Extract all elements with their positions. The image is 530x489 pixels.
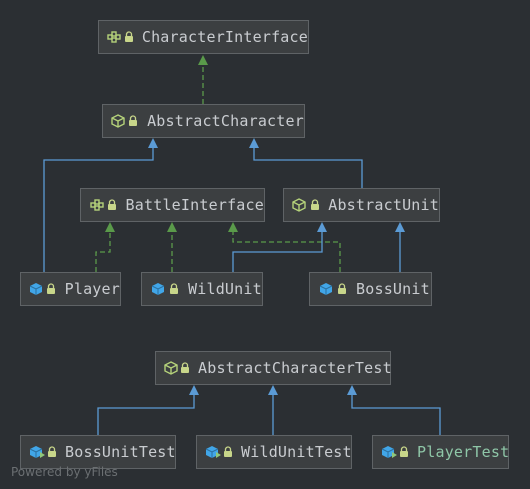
edge-arrowhead bbox=[105, 222, 115, 232]
abstract-class-icon bbox=[164, 360, 178, 376]
node-abstract-character[interactable]: AbstractCharacter bbox=[102, 104, 305, 138]
edge-line bbox=[351, 394, 441, 435]
edge-arrowhead bbox=[228, 222, 238, 232]
edge-wild-unit-to-abstract-unit bbox=[232, 222, 327, 272]
lock-icon bbox=[106, 197, 117, 213]
interface-icon bbox=[89, 197, 104, 213]
node-label: AbstractUnit bbox=[328, 196, 439, 214]
node-label: AbstractCharacterTest bbox=[198, 359, 392, 377]
edge-arrowhead bbox=[395, 222, 405, 232]
lock-icon bbox=[223, 444, 233, 460]
abstract-class-icon bbox=[111, 113, 126, 129]
edge-arrowhead bbox=[347, 385, 357, 395]
lock-icon bbox=[399, 444, 409, 460]
lock-icon bbox=[46, 281, 57, 297]
edge-arrowhead bbox=[249, 138, 259, 148]
node-player-test[interactable]: PlayerTest bbox=[372, 435, 509, 469]
edge-arrowhead bbox=[148, 138, 158, 148]
node-boss-unit[interactable]: BossUnit bbox=[309, 272, 432, 306]
edge-boss-unit-to-abstract-unit bbox=[395, 222, 405, 272]
test-class-icon bbox=[29, 444, 45, 460]
abstract-class-icon bbox=[292, 197, 307, 213]
edge-abstract-unit-to-abstract-character bbox=[249, 138, 363, 188]
edge-wild-unit-test-to-abstract-character-test bbox=[268, 385, 278, 435]
node-boss-unit-test[interactable]: BossUnitTest bbox=[20, 435, 176, 469]
edge-arrowhead bbox=[198, 55, 208, 65]
edge-arrowhead bbox=[317, 222, 327, 232]
edge-line bbox=[95, 231, 111, 272]
node-player[interactable]: Player bbox=[20, 272, 121, 306]
lock-icon bbox=[180, 360, 190, 376]
edge-line bbox=[232, 231, 341, 272]
edge-boss-unit-test-to-abstract-character-test bbox=[97, 385, 199, 435]
edge-player-to-abstract-character bbox=[43, 138, 158, 272]
edge-boss-unit-to-battle-interface bbox=[228, 222, 341, 272]
edge-line bbox=[97, 394, 195, 435]
lock-icon bbox=[47, 444, 57, 460]
edge-arrowhead bbox=[268, 385, 278, 395]
node-label: WildUnitTest bbox=[241, 443, 352, 461]
lock-icon bbox=[168, 281, 180, 297]
node-label: Player bbox=[64, 280, 120, 298]
edge-wild-unit-to-battle-interface bbox=[167, 222, 177, 272]
edge-player-to-battle-interface bbox=[95, 222, 115, 272]
watermark: Powered by yFiles bbox=[11, 465, 118, 479]
node-label: WildUnit bbox=[188, 280, 262, 298]
lock-icon bbox=[336, 281, 348, 297]
test-class-icon bbox=[381, 444, 397, 460]
edge-abstract-character-to-character-interface bbox=[198, 55, 208, 104]
node-abstract-unit[interactable]: AbstractUnit bbox=[283, 188, 440, 222]
edge-line bbox=[43, 147, 154, 272]
edge-line bbox=[253, 147, 363, 188]
node-label: PlayerTest bbox=[417, 443, 510, 461]
node-label: CharacterInterface bbox=[141, 28, 308, 46]
lock-icon bbox=[123, 29, 134, 45]
edge-arrowhead bbox=[167, 222, 177, 232]
class-icon bbox=[318, 281, 334, 297]
class-icon bbox=[29, 281, 44, 297]
lock-icon bbox=[128, 113, 139, 129]
node-label: BattleInterface bbox=[125, 196, 264, 214]
node-label: BossUnitTest bbox=[65, 443, 176, 461]
node-wild-unit-test[interactable]: WildUnitTest bbox=[196, 435, 352, 469]
node-abstract-character-test[interactable]: AbstractCharacterTest bbox=[155, 351, 392, 385]
node-label: BossUnit bbox=[356, 280, 430, 298]
node-wild-unit[interactable]: WildUnit bbox=[141, 272, 263, 306]
test-class-icon bbox=[205, 444, 221, 460]
lock-icon bbox=[309, 197, 320, 213]
edge-arrowhead bbox=[189, 385, 199, 395]
node-battle-interface[interactable]: BattleInterface bbox=[80, 188, 265, 222]
interface-icon bbox=[107, 29, 121, 45]
node-label: AbstractCharacter bbox=[147, 112, 304, 130]
class-icon bbox=[150, 281, 166, 297]
edge-line bbox=[232, 231, 323, 272]
node-character-interface[interactable]: CharacterInterface bbox=[98, 20, 309, 54]
edge-player-test-to-abstract-character-test bbox=[347, 385, 441, 435]
